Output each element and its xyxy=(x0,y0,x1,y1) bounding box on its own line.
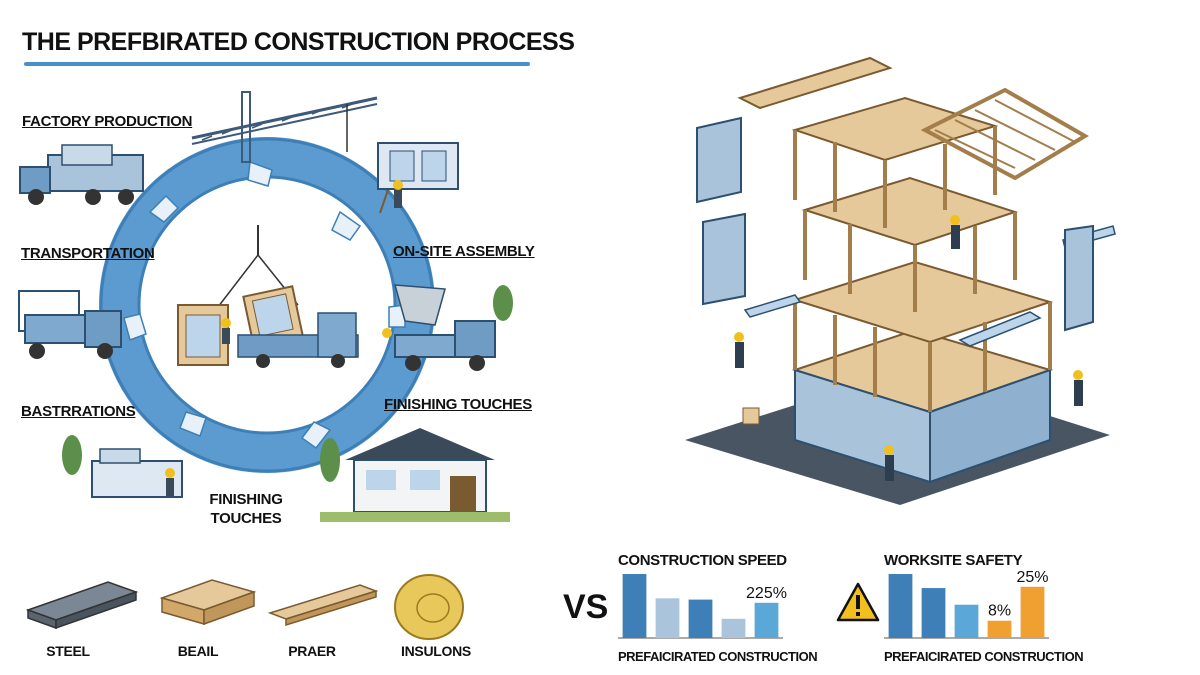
planks-icon xyxy=(267,584,379,627)
stage-label-factory-production: FACTORY PRODUCTION xyxy=(22,113,193,130)
insulation-roll-icon xyxy=(394,574,464,640)
material-label-insulons: INSULONS xyxy=(401,643,471,659)
chart-bar xyxy=(721,618,746,638)
wood-stack-icon xyxy=(159,579,257,626)
finished-house-icon xyxy=(320,428,510,522)
speed-chart-xlabel: PREFAICIRATED CONSTRUCTION xyxy=(618,649,818,664)
steel-beam-icon xyxy=(25,581,139,630)
crane-lift-scene xyxy=(177,225,359,368)
stage-label-bastrrations: BASTRRATIONS xyxy=(21,403,136,420)
chart-data-label: 225% xyxy=(746,585,787,602)
safety-chart-title: WORKSITE SAFETY xyxy=(884,552,1023,569)
material-label-steel: STEEL xyxy=(46,643,90,659)
tower-crane-icon xyxy=(191,91,378,163)
chart-bar xyxy=(888,574,913,638)
stage-label-transportation: TRANSPORTATION xyxy=(21,245,155,262)
chart-bar xyxy=(754,602,779,638)
stage-label-finishing-touches-2: FINISHING TOUCHES xyxy=(209,491,283,527)
title-underline xyxy=(24,62,530,66)
chart-bar xyxy=(1020,586,1045,638)
speed-chart: 225% xyxy=(618,574,787,639)
vs-label: VS xyxy=(563,588,609,626)
chart-data-label: 25% xyxy=(1016,569,1048,586)
chart-bar xyxy=(688,599,713,638)
chart-data-label: 8% xyxy=(988,603,1011,620)
safety-chart-xlabel: PREFAICIRATED CONSTRUCTION xyxy=(884,649,1084,664)
transport-truck-icon xyxy=(18,290,122,359)
exploded-house-illustration xyxy=(685,56,1116,505)
factory-modules-icon xyxy=(377,142,459,214)
factory-truck-icon xyxy=(19,144,144,205)
chart-bar xyxy=(655,598,680,638)
chart-bar xyxy=(954,604,979,638)
onsite-truck-icon xyxy=(382,284,513,371)
stage-label-finishing-touches: FINISHING TOUCHES xyxy=(384,396,532,413)
stage-label-onsite-assembly: ON-SITE ASSEMBLY xyxy=(393,243,535,260)
chart-bar xyxy=(987,620,1012,638)
safety-chart: 8% 25% xyxy=(884,569,1049,639)
page-title: THE PREFBIRATED CONSTRUCTION PROCESS xyxy=(22,28,575,56)
material-label-beail: BEAIL xyxy=(177,643,219,659)
chart-bar xyxy=(921,588,946,638)
material-label-praer: PRAER xyxy=(288,643,336,659)
fabrication-machine-icon xyxy=(62,435,183,498)
speed-chart-title: CONSTRUCTION SPEED xyxy=(618,552,787,569)
chart-bar xyxy=(622,574,647,638)
warning-icon xyxy=(836,582,880,622)
